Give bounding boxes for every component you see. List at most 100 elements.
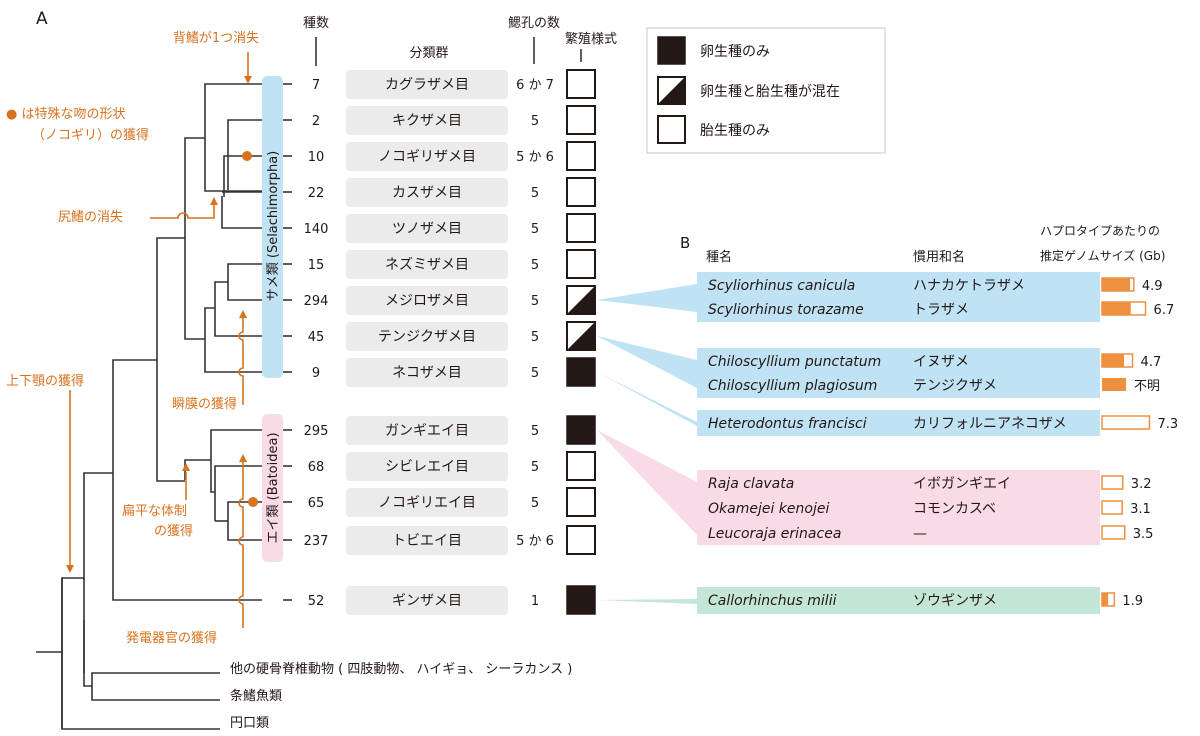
species-count: 140 bbox=[304, 222, 329, 237]
species-count: 68 bbox=[308, 460, 325, 475]
tree-branch bbox=[184, 137, 205, 340]
species-group-band bbox=[697, 272, 1100, 322]
taxon-name: ツノザメ目 bbox=[392, 221, 462, 237]
genome-size-value: 4.9 bbox=[1142, 279, 1163, 294]
repro-viviparous-icon bbox=[657, 115, 686, 144]
tree-branch bbox=[204, 83, 262, 192]
genome-size-bar-fill bbox=[1102, 378, 1126, 391]
header-common-name: 慣用和名 bbox=[913, 249, 965, 265]
tree-branch bbox=[210, 429, 262, 493]
legend-label-mixed: 卵生種と胎生種が混在 bbox=[700, 84, 840, 100]
taxon-box bbox=[346, 250, 508, 279]
species-group-band bbox=[697, 587, 1100, 614]
species-group-band bbox=[697, 348, 1100, 398]
gill-count: 5 bbox=[531, 294, 539, 309]
repro-viviparous-icon bbox=[566, 69, 596, 99]
species-common-name: カリフォルニアネコザメ bbox=[913, 416, 1067, 432]
header-reproduction: 繁殖様式 bbox=[565, 31, 617, 47]
taxon-box bbox=[346, 452, 508, 481]
panel-b-label: B bbox=[680, 234, 690, 252]
arrow-head-icon bbox=[182, 463, 190, 471]
species-count: 52 bbox=[308, 594, 325, 609]
taxon-name: シビレエイ目 bbox=[385, 459, 469, 475]
species-scientific-name: Okamejei kenojei bbox=[708, 501, 829, 517]
legend-label-oviparous: 卵生種のみ bbox=[700, 44, 770, 60]
header-species-name: 種名 bbox=[706, 249, 732, 265]
taxon-box bbox=[346, 526, 508, 555]
taxon-name: ギンザメ目 bbox=[392, 593, 462, 609]
taxon-name: テンジクザメ目 bbox=[378, 329, 476, 345]
tree-branch bbox=[214, 281, 262, 337]
taxon-name: ノコギリザメ目 bbox=[378, 149, 476, 165]
header-genome-2: 推定ゲノムサイズ (Gb) bbox=[1040, 248, 1165, 263]
tree-branch bbox=[204, 307, 262, 373]
gill-count: 6 か 7 bbox=[516, 78, 554, 93]
tree-branch bbox=[112, 359, 262, 601]
annotation-flat-body-1: 扁平な体制 bbox=[122, 504, 187, 519]
repro-viviparous-icon bbox=[566, 213, 596, 243]
species-count: 45 bbox=[308, 330, 325, 345]
taxon-name: ネズミザメ目 bbox=[385, 257, 469, 273]
repro-mixed-icon bbox=[566, 321, 596, 351]
taxon-box bbox=[346, 358, 508, 387]
genome-size-value: 3.2 bbox=[1131, 477, 1152, 492]
gill-count: 5 か 6 bbox=[516, 534, 554, 549]
species-row: Scyliorhinus canicula ハナカケトラザメ 4.9 bbox=[708, 277, 1163, 294]
repro-viviparous-icon bbox=[566, 105, 596, 135]
species-common-name: ハナカケトラザメ bbox=[913, 278, 1025, 294]
species-scientific-name: Scyliorhinus torazame bbox=[708, 302, 864, 318]
callout-wedge bbox=[597, 599, 697, 604]
genome-size-bar-fill bbox=[1102, 593, 1109, 606]
repro-viviparous-icon bbox=[566, 525, 596, 555]
species-group-band bbox=[697, 410, 1100, 436]
repro-oviparous-icon bbox=[566, 585, 596, 615]
genome-size-bar-fill bbox=[1102, 354, 1124, 367]
tree-branch bbox=[83, 472, 113, 580]
gill-count: 1 bbox=[531, 594, 539, 609]
callout-wedge bbox=[597, 372, 697, 426]
species-common-name: テンジクザメ bbox=[913, 378, 997, 394]
arrow-head-icon bbox=[66, 565, 74, 573]
species-scientific-name: Leucoraja erinacea bbox=[708, 526, 841, 542]
arrow-head-icon bbox=[244, 76, 252, 84]
legend-label-viviparous: 胎生種のみ bbox=[700, 123, 770, 139]
saw-rostrum-dot-icon bbox=[242, 151, 252, 161]
genome-size-bar bbox=[1101, 500, 1123, 515]
gill-count: 5 bbox=[531, 366, 539, 381]
taxon-box bbox=[346, 142, 508, 171]
species-scientific-name: Chiloscyllium punctatum bbox=[708, 354, 881, 370]
header-taxon: 分類群 bbox=[409, 46, 448, 61]
taxon-name: ネコザメ目 bbox=[392, 365, 462, 381]
repro-oviparous-icon bbox=[566, 357, 596, 387]
header-species-count: 種数 bbox=[303, 15, 329, 31]
species-count: 22 bbox=[308, 186, 325, 201]
species-count: 295 bbox=[304, 424, 329, 439]
taxon-name: ノコギリエイ目 bbox=[378, 495, 476, 511]
taxon-name: キクザメ目 bbox=[392, 113, 462, 129]
annotation-anal-fin-loss: 尻鰭の消失 bbox=[58, 210, 123, 225]
species-row: Leucoraja erinacea—3.5 bbox=[708, 525, 1153, 542]
species-scientific-name: Scyliorhinus canicula bbox=[708, 278, 855, 294]
species-count: 294 bbox=[304, 294, 329, 309]
annotation-flat-body-2: の獲得 bbox=[154, 523, 193, 539]
taxon-name: カスザメ目 bbox=[392, 185, 462, 201]
annotation-arrow bbox=[238, 462, 244, 628]
order-row: 52 ギンザメ目 1 bbox=[283, 585, 596, 615]
species-common-name: トラザメ bbox=[913, 302, 969, 318]
repro-mixed-icon bbox=[657, 76, 686, 105]
taxon-box bbox=[346, 214, 508, 243]
species-common-name: コモンカスベ bbox=[913, 501, 996, 517]
repro-oviparous-icon bbox=[566, 415, 596, 445]
genome-size-value: 1.9 bbox=[1122, 594, 1143, 609]
annotation-saw-note-2: （ノコギリ）の獲得 bbox=[32, 127, 149, 143]
